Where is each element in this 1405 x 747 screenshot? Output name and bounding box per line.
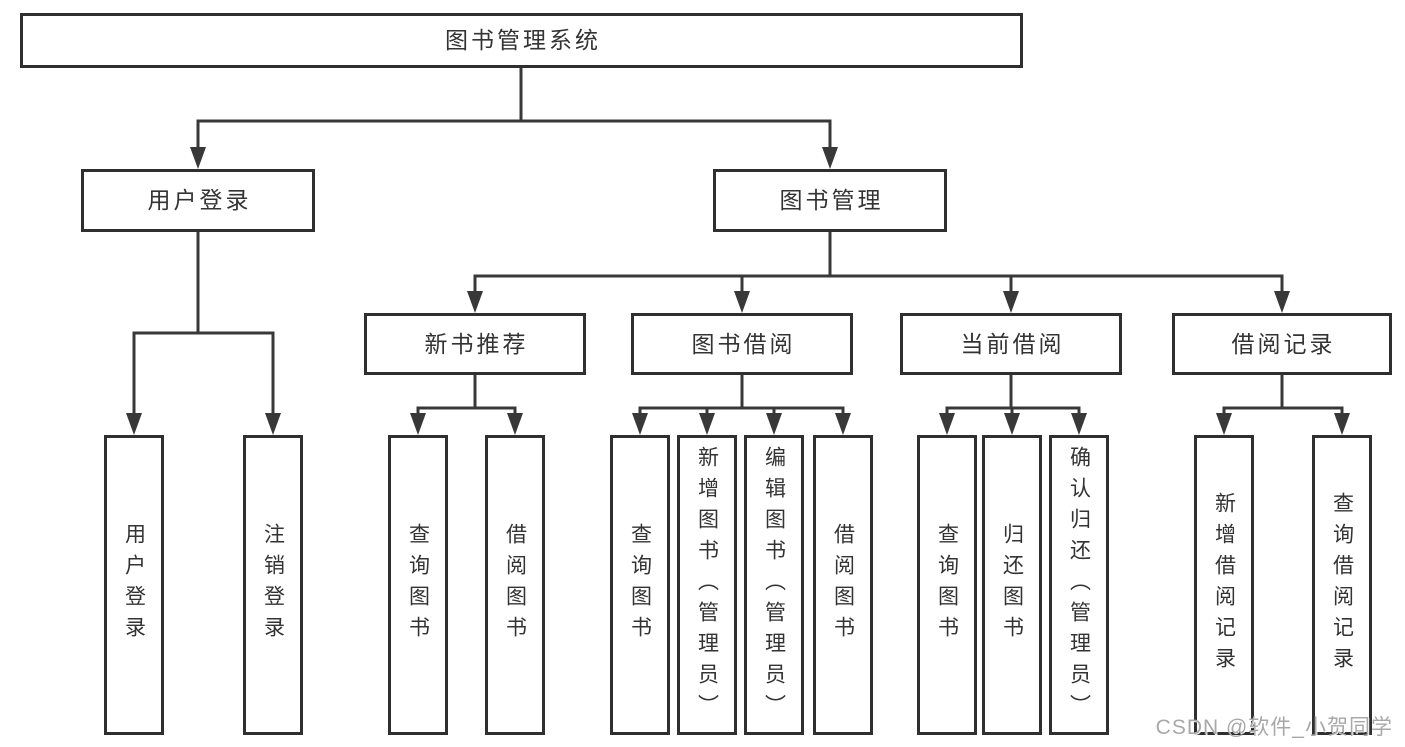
csdn-watermark: CSDN @软件_小贺同学 xyxy=(1155,716,1393,739)
leaf-return-books: 归还图书 xyxy=(982,435,1042,735)
leaf-query-books-recommend: 查询图书 xyxy=(388,435,448,735)
leaf-logout: 注销登录 xyxy=(243,435,303,735)
leaf-add-borrow-record: 新增借阅记录 xyxy=(1194,435,1254,735)
node-root-library-system: 图书管理系统 xyxy=(20,13,1023,68)
node-book-borrowing: 图书借阅 xyxy=(631,313,853,375)
leaf-confirm-return-admin: 确认归还（管理员） xyxy=(1049,435,1109,735)
leaf-query-books-current: 查询图书 xyxy=(917,435,977,735)
leaf-add-books-admin: 新增图书（管理员） xyxy=(677,435,737,735)
leaf-borrow-books-recommend: 借阅图书 xyxy=(485,435,545,735)
node-borrowing-records: 借阅记录 xyxy=(1172,313,1392,375)
node-current-borrowing: 当前借阅 xyxy=(900,313,1122,375)
leaf-query-books-borrowing: 查询图书 xyxy=(610,435,670,735)
node-user-login: 用户登录 xyxy=(81,169,315,232)
leaf-borrow-books: 借阅图书 xyxy=(813,435,873,735)
node-new-book-recommendation: 新书推荐 xyxy=(364,313,586,375)
leaf-user-login: 用户登录 xyxy=(104,435,164,735)
node-book-management: 图书管理 xyxy=(713,169,947,232)
leaf-edit-books-admin: 编辑图书（管理员） xyxy=(744,435,804,735)
leaf-query-borrow-record: 查询借阅记录 xyxy=(1312,435,1372,735)
